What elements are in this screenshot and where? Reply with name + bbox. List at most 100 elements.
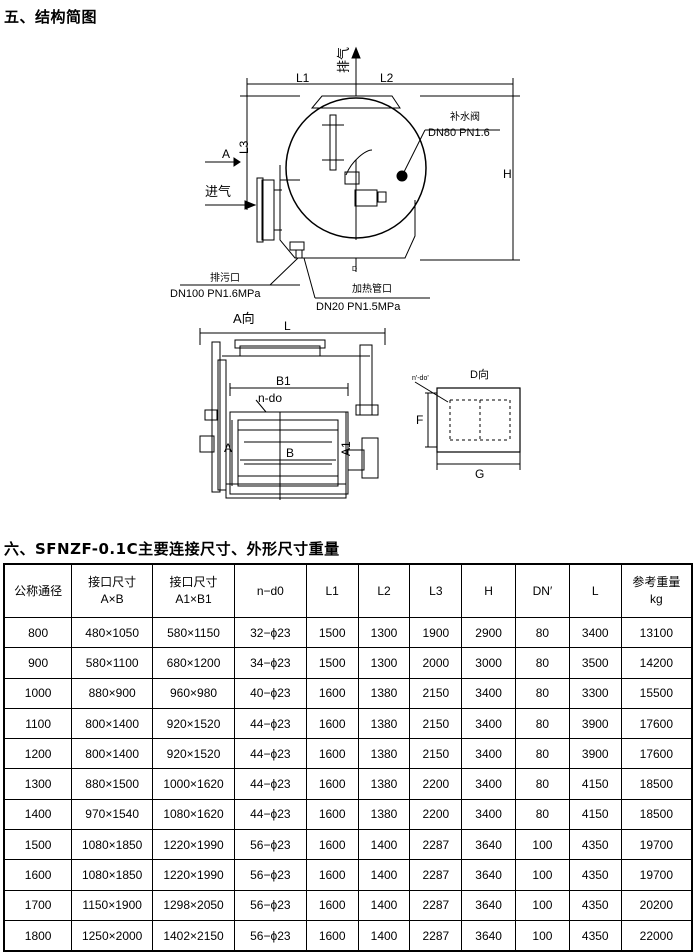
label-B: B xyxy=(286,446,294,460)
table-cell: 2287 xyxy=(409,859,463,891)
label-makeup-valve: 补水阀 xyxy=(450,110,480,123)
table-cell: 4350 xyxy=(568,889,622,921)
view-a xyxy=(199,328,386,500)
table-cell: 1600 xyxy=(305,677,359,709)
section-title-structure: 五、结构简图 xyxy=(4,8,98,26)
table-cell: 2000 xyxy=(409,647,463,679)
table-cell: 56−ϕ23 xyxy=(233,829,307,861)
table-cell: 4150 xyxy=(568,798,622,831)
table-cell: 100 xyxy=(515,889,570,921)
label-n-do: n-do xyxy=(258,391,282,405)
table-cell: 3000 xyxy=(461,647,517,679)
header-line1: 接口尺寸 xyxy=(88,575,137,589)
table-cell: 680×1200 xyxy=(152,647,235,679)
label-H: H xyxy=(503,167,512,181)
table-cell: 40−ϕ23 xyxy=(233,677,307,709)
table-cell: 3400 xyxy=(461,798,517,831)
front-view xyxy=(180,46,520,299)
table-cell: 1100 xyxy=(3,707,73,740)
table-cell: 1300 xyxy=(357,647,411,679)
label-G: G xyxy=(475,467,484,481)
label-heating-spec: DN20 PN1.5MPa xyxy=(316,301,401,313)
table-cell: 44−ϕ23 xyxy=(233,768,307,800)
table-cell: 1900 xyxy=(409,616,463,649)
table-cell: 880×900 xyxy=(71,677,154,709)
table-cell: 34−ϕ23 xyxy=(233,647,307,679)
label-L2: L2 xyxy=(380,71,394,85)
table-cell: 1600 xyxy=(305,738,359,770)
label-B1: B1 xyxy=(276,374,291,388)
structure-drawing: 排气 L1 L2 L3 H A 进气 补水阀 DN80 PN1.6 排污口 DN… xyxy=(170,46,521,500)
table-cell: 44−ϕ23 xyxy=(233,707,307,740)
table-cell: 1500 xyxy=(305,647,359,679)
table-cell: 1220×1990 xyxy=(152,859,235,891)
table-cell: 3640 xyxy=(461,919,517,952)
table-cell: 15500 xyxy=(620,677,693,709)
table-cell: 2287 xyxy=(409,919,463,952)
label-L: L xyxy=(284,319,291,333)
table-cell: 1400 xyxy=(357,829,411,861)
header-line2: kg xyxy=(649,592,663,606)
table-cell: 18500 xyxy=(620,798,693,831)
table-cell: 3900 xyxy=(568,738,622,770)
table-cell: 1250×2000 xyxy=(71,919,154,952)
table-cell: 1400 xyxy=(357,919,411,952)
label-heating-pipe: 加热管口 xyxy=(352,282,392,295)
table-cell: 14200 xyxy=(620,647,693,679)
table-cell: 44−ϕ23 xyxy=(233,738,307,770)
table-cell: 1600 xyxy=(305,889,359,921)
table-cell: 100 xyxy=(515,859,570,891)
table-cell: 13100 xyxy=(620,616,693,649)
label-inlet: 进气 xyxy=(205,184,231,199)
table-cell: 1600 xyxy=(305,859,359,891)
table-cell: 17600 xyxy=(620,707,693,740)
table-cell: 19700 xyxy=(620,859,693,891)
table-header-cell: L1 xyxy=(305,563,359,618)
view-d xyxy=(414,381,521,470)
header-line1: n−d0 xyxy=(256,583,284,598)
table-cell: 1600 xyxy=(305,798,359,831)
table-cell: 3400 xyxy=(461,768,517,800)
label-drain-spec: DN100 PN1.6MPa xyxy=(170,288,261,300)
table-cell: 56−ϕ23 xyxy=(233,889,307,921)
table-cell: 1298×2050 xyxy=(152,889,235,921)
header-line1: 公称通径 xyxy=(14,583,63,598)
table-header-cell: n−d0 xyxy=(233,563,307,618)
table-cell: 18500 xyxy=(620,768,693,800)
table-cell: 1220×1990 xyxy=(152,829,235,861)
table-cell: 4350 xyxy=(568,859,622,891)
table-cell: 3400 xyxy=(461,738,517,770)
label-L3: L3 xyxy=(237,140,251,154)
label-A-dim: A xyxy=(224,441,232,455)
table-cell: 1380 xyxy=(357,707,411,740)
table-cell: 580×1150 xyxy=(152,616,235,649)
header-line1: L xyxy=(591,583,599,598)
table-cell: 80 xyxy=(515,616,570,649)
table-cell: 3640 xyxy=(461,829,517,861)
table-cell: 2150 xyxy=(409,677,463,709)
table-cell: 1380 xyxy=(357,677,411,709)
table-cell: 17600 xyxy=(620,738,693,770)
table-cell: 1300 xyxy=(3,768,73,800)
table-cell: 20200 xyxy=(620,889,693,921)
table-cell: 1380 xyxy=(357,798,411,831)
table-cell: 56−ϕ23 xyxy=(233,919,307,952)
table-cell: 22000 xyxy=(620,919,693,952)
header-line1: 接口尺寸 xyxy=(169,575,218,589)
table-cell: 1380 xyxy=(357,768,411,800)
table-cell: 2287 xyxy=(409,889,463,921)
table-cell: 960×980 xyxy=(152,677,235,709)
table-header-cell: H xyxy=(461,563,517,618)
table-cell: 880×1500 xyxy=(71,768,154,800)
table-cell: 1380 xyxy=(357,738,411,770)
table-cell: 580×1100 xyxy=(71,647,154,679)
